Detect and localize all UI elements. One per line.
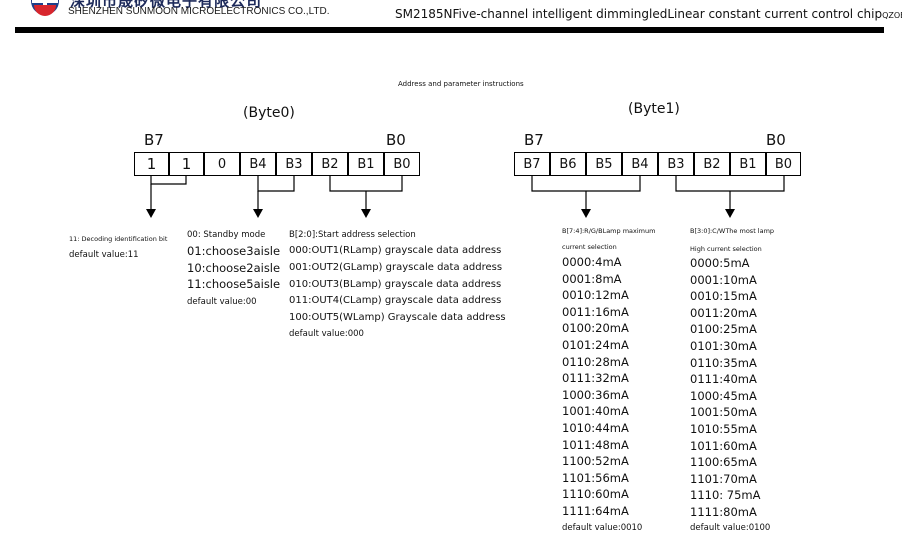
byte0-bit0-cell: B0 — [384, 152, 420, 176]
byte0-field1-bracket — [150, 176, 187, 185]
list-item: 1101:70mA — [690, 471, 757, 486]
list-item: 0011:16mA — [562, 304, 629, 319]
byte1-field1-default: default value:0010 — [562, 523, 643, 533]
header-rule — [15, 27, 884, 33]
byte0-field3-description: B[2:0]:Start address selection — [289, 230, 416, 240]
byte1-bit0-cell: B0 — [766, 152, 801, 176]
list-item: 0100:25mA — [690, 322, 757, 337]
list-item: 1100:65mA — [690, 455, 757, 470]
list-item: 0110:35mA — [690, 355, 757, 370]
list-item: 000:OUT1(RLamp) grayscale data address — [289, 245, 502, 256]
byte1-bit3-cell: B3 — [658, 152, 694, 176]
section-title: Address and parameter instructions — [398, 80, 524, 88]
list-item: 1111:64mA — [562, 503, 629, 518]
byte0-bit5-cell: 0 — [204, 152, 240, 176]
list-item: 01:choose3aisle — [187, 244, 281, 258]
byte0-bit6-cell: 1 — [169, 152, 204, 176]
byte1-field1-description-line2: current selection — [562, 243, 617, 251]
byte0-field3-arrowhead — [361, 209, 371, 218]
list-item: 1100:52mA — [562, 454, 629, 469]
list-item: 0000:4mA — [562, 255, 622, 269]
list-item: 0000:5mA — [690, 256, 750, 270]
list-item: 001:OUT2(GLamp) grayscale data address — [289, 261, 503, 273]
list-item: 1000:45mA — [690, 388, 757, 403]
byte1-field1-arrowhead — [581, 209, 591, 218]
byte1-bit5-cell: B5 — [586, 152, 622, 176]
byte0-field1-arrowhead — [146, 209, 156, 218]
list-item: 1000:36mA — [562, 387, 629, 402]
byte0-field3-bracket — [329, 176, 403, 192]
list-item: 0100:20mA — [562, 321, 629, 336]
byte0-field2-options: 01:choose3aisle 10:choose2aisle 11:choos… — [187, 243, 280, 293]
byte0-field3-default: default value:000 — [289, 329, 364, 339]
list-item: 1001:40mA — [562, 404, 629, 419]
byte0-field2-default: default value:00 — [187, 297, 257, 307]
byte1-bit2-cell: B2 — [694, 152, 730, 176]
byte1-field2-description-line1: B[3:0]:C/WThe most lamp — [690, 227, 775, 235]
byte1-msb-label: B7 — [524, 131, 544, 149]
list-item: 0010:15mA — [690, 289, 757, 304]
list-item: 1111:80mA — [690, 504, 757, 519]
byte0-field2-bracket — [257, 176, 295, 192]
list-item: 010:OUT3(BLamp) grayscale data address — [289, 278, 502, 290]
company-name-en: SHENZHEN SUNMOON MICROELECTRONICS CO.,LT… — [68, 6, 330, 17]
list-item: 0010:12mA — [562, 288, 629, 303]
list-item: 0001:8mA — [562, 271, 622, 286]
byte1-field2-default: default value:0100 — [690, 523, 771, 533]
list-item: 011:OUT4(CLamp) grayscale data address — [289, 295, 502, 307]
list-item: 1010:55mA — [690, 421, 757, 436]
byte0-bit3-cell: B3 — [276, 152, 312, 176]
list-item: 1011:48mA — [562, 437, 629, 452]
byte1-lsb-label: B0 — [766, 131, 786, 149]
list-item: 1001:50mA — [690, 405, 757, 420]
list-item: 1101:56mA — [562, 470, 629, 485]
byte0-bit2-cell: B2 — [312, 152, 348, 176]
byte0-title: (Byte0) — [243, 105, 295, 121]
list-item: 10:choose2aisle — [187, 260, 281, 275]
list-item: 0001:10mA — [690, 272, 757, 287]
list-item: 0111:32mA — [562, 371, 629, 386]
byte1-bit7-cell: B7 — [514, 152, 550, 176]
byte1-field1-options: 0000:4mA 0001:8mA 0010:12mA 0011:16mA 01… — [562, 254, 629, 520]
company-name-cn: 深圳市晟矽微电子有限公司 — [70, 0, 263, 10]
byte0-msb-label: B7 — [144, 131, 164, 149]
document-title-text: SM2185NFive-channel intelligent dimmingl… — [395, 7, 883, 21]
byte1-bit1-cell: B1 — [730, 152, 766, 176]
list-item: 0101:30mA — [690, 338, 757, 353]
byte0-bit4-cell: B4 — [240, 152, 276, 176]
byte0-lsb-label: B0 — [386, 131, 406, 149]
byte0-field3-options: 000:OUT1(RLamp) grayscale data address 0… — [289, 243, 506, 327]
byte0-field1-description: 11: Decoding identification bit — [69, 235, 168, 243]
list-item: 0110:28mA — [562, 354, 629, 369]
list-item: 11:choose5aisle — [187, 277, 281, 292]
byte0-bit7-cell: 1 — [134, 152, 169, 176]
list-item: 1110:60mA — [562, 487, 629, 502]
byte0-field1-default: default value:11 — [69, 250, 139, 260]
document-title: SM2185NFive-channel intelligent dimmingl… — [395, 7, 902, 21]
byte0-field2-arrowhead — [253, 209, 263, 218]
list-item: 0111:40mA — [690, 372, 757, 387]
list-item: 100:OUT5(WLamp) Grayscale data address — [289, 312, 506, 324]
byte1-bit4-cell: B4 — [622, 152, 658, 176]
byte1-bit6-cell: B6 — [550, 152, 586, 176]
byte1-field2-bracket — [675, 176, 785, 192]
byte1-field2-description-line2: High current selection — [690, 245, 762, 253]
list-item: 0101:24mA — [562, 337, 629, 352]
list-item: 1011:60mA — [690, 438, 757, 453]
document-version: QZOBZIV1.1 — [882, 11, 902, 20]
byte0-bit1-cell: B1 — [348, 152, 384, 176]
byte1-field2-options: 0000:5mA 0001:10mA 0010:15mA 0011:20mA 0… — [690, 255, 761, 521]
company-logo — [30, 0, 60, 16]
list-item: 1010:44mA — [562, 420, 629, 435]
byte0-field2-description: 00: Standby mode — [187, 230, 266, 240]
list-item: 0011:20mA — [690, 305, 757, 320]
byte1-title: (Byte1) — [628, 101, 680, 117]
byte1-field1-bracket — [531, 176, 641, 192]
list-item: 1110: 75mA — [690, 488, 761, 503]
byte1-field2-arrowhead — [725, 209, 735, 218]
byte1-field1-description-line1: B[7:4]:R/G/BLamp maximum — [562, 227, 656, 235]
